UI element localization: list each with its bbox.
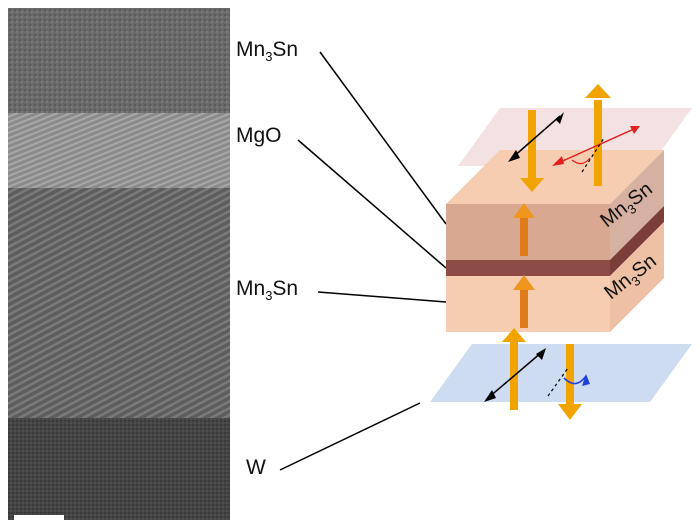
top-red-double-arrow bbox=[555, 127, 637, 165]
top-black-double-arrow bbox=[511, 115, 561, 159]
top-red-angle bbox=[571, 157, 591, 165]
label-top-mn3sn: Mn3Sn bbox=[236, 38, 299, 65]
leader-line-top-mn3sn bbox=[319, 51, 447, 225]
label-w: W bbox=[246, 456, 266, 479]
upper-layer-side bbox=[610, 150, 664, 260]
stack-arrow-upper bbox=[513, 203, 535, 256]
bottom-black-double-arrow bbox=[487, 351, 543, 399]
bottom-plane bbox=[430, 344, 692, 402]
scale-bar bbox=[14, 515, 64, 520]
leader-line-w bbox=[279, 402, 421, 471]
tem-image bbox=[8, 8, 230, 520]
leader-line-bottom-mn3sn bbox=[317, 291, 447, 303]
label-bottom-mn3sn: Mn3Sn bbox=[236, 277, 299, 304]
lower-layer-side bbox=[610, 222, 664, 332]
leader-line-mgo bbox=[297, 139, 447, 269]
barrier-front bbox=[446, 260, 610, 276]
bottom-arrow-down bbox=[558, 344, 582, 420]
top-dashed-line bbox=[581, 137, 605, 173]
label-mgo: MgO bbox=[236, 124, 282, 147]
stack-arrow-lower bbox=[513, 275, 535, 328]
bottom-blue-angle bbox=[563, 375, 587, 385]
top-arrow-up bbox=[585, 84, 611, 186]
tem-micrograph bbox=[8, 8, 230, 520]
stack-top-face bbox=[446, 150, 664, 204]
top-arrow-down bbox=[520, 110, 544, 192]
barrier-side bbox=[610, 206, 664, 276]
